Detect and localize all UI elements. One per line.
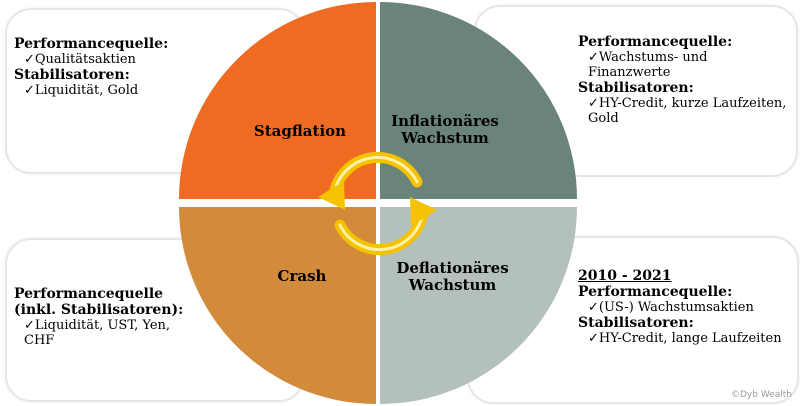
cycle-arrows-icon <box>328 151 429 256</box>
performance-item: ✓Liquidität, UST, Yen, <box>24 318 171 333</box>
stabilizer-heading: Stabilisatoren: <box>578 80 694 96</box>
label-crash: Crash <box>277 267 327 285</box>
performance-item-cont: CHF <box>24 333 55 348</box>
quadrant-crash <box>179 207 376 404</box>
stabilizer-item: ✓HY-Credit, kurze Laufzeiten, <box>588 96 787 111</box>
label-inflation-growth: Inflationäres Wachstum <box>391 112 499 147</box>
text-top-left: Performancequelle: ✓Qualitätsaktien Stab… <box>14 36 194 98</box>
period-heading: 2010 - 2021 <box>578 268 672 284</box>
stabilizer-heading: Stabilisatoren: <box>578 315 694 331</box>
text-top-right: Performancequelle: ✓Wachstums- und Finan… <box>578 34 793 126</box>
arrow-head-left-icon <box>318 181 345 210</box>
stabilizer-item: ✓Liquidität, Gold <box>24 83 139 98</box>
quadrant-inflation-growth <box>380 2 577 199</box>
stabilizer-item: ✓HY-Credit, lange Laufzeiten <box>588 331 782 346</box>
performance-heading: Performancequelle: <box>578 284 733 300</box>
text-bottom-left: Performancequelle (inkl. Stabilisatoren)… <box>14 286 214 348</box>
quadrant-deflation-growth <box>380 207 577 404</box>
performance-heading: Performancequelle: <box>578 34 733 50</box>
stabilizer-item-cont: Gold <box>588 111 619 126</box>
performance-item-cont: Finanzwerte <box>588 65 671 80</box>
stabilizer-heading: Stabilisatoren: <box>14 67 130 83</box>
quadrant-stagflation <box>179 2 376 199</box>
performance-heading: Performancequelle: <box>14 36 169 52</box>
performance-item: ✓Qualitätsaktien <box>24 52 136 67</box>
performance-item: ✓(US-) Wachstumsaktien <box>588 300 754 315</box>
copyright-text: ©Dyb Wealth <box>731 390 792 400</box>
label-deflation-growth: Deflationäres Wachstum <box>396 259 509 294</box>
performance-heading: Performancequelle <box>14 286 164 302</box>
arrow-head-right-icon <box>410 197 437 226</box>
label-stagflation: Stagflation <box>253 122 347 140</box>
performance-item: ✓Wachstums- und <box>588 50 708 65</box>
performance-heading-cont: (inkl. Stabilisatoren): <box>14 302 184 318</box>
text-bottom-right: 2010 - 2021 Performancequelle: ✓(US-) Wa… <box>578 268 793 346</box>
